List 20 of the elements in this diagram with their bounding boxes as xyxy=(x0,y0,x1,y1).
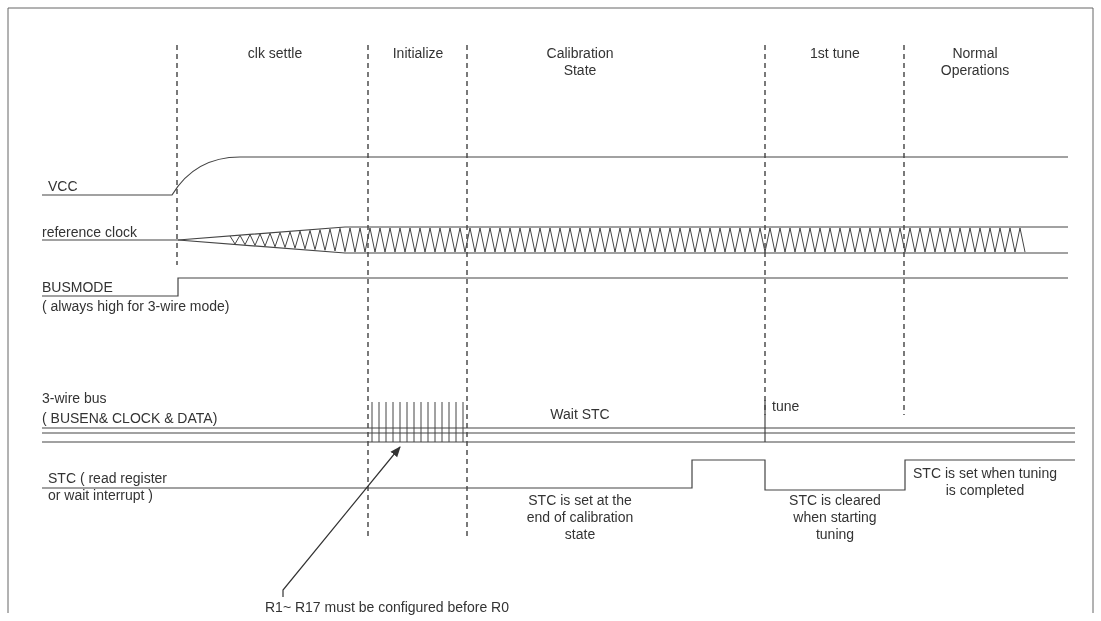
note: tune xyxy=(772,398,801,415)
note: STC is set when tuning is completed xyxy=(912,465,1058,499)
signal-note: ( BUSEN& CLOCK & DATA) xyxy=(42,410,219,427)
phase-label: clk settle xyxy=(246,45,304,62)
phase-label: Normal Operations xyxy=(939,45,1011,79)
phase-label: Calibration State xyxy=(545,45,615,79)
leader-arrow xyxy=(282,446,401,598)
signal-note: ( always high for 3-wire mode) xyxy=(42,298,231,315)
signal-label: BUSMODE xyxy=(42,279,114,296)
signal-label: VCC xyxy=(48,178,79,195)
note: STC is cleared when starting tuning xyxy=(788,492,882,543)
signal-label: reference clock xyxy=(42,224,138,241)
phase-label: Initialize xyxy=(391,45,445,62)
note: STC is set at the end of calibration state xyxy=(525,492,635,543)
phase-label: 1st tune xyxy=(809,45,861,62)
signal-label: STC ( read register or wait interrupt ) xyxy=(48,470,169,504)
pulse-burst xyxy=(371,401,464,443)
annotation-text: R1~ R17 must be configured before R0 xyxy=(265,599,545,616)
signal-label: 3-wire bus xyxy=(42,390,108,407)
note: Wait STC xyxy=(549,406,611,423)
